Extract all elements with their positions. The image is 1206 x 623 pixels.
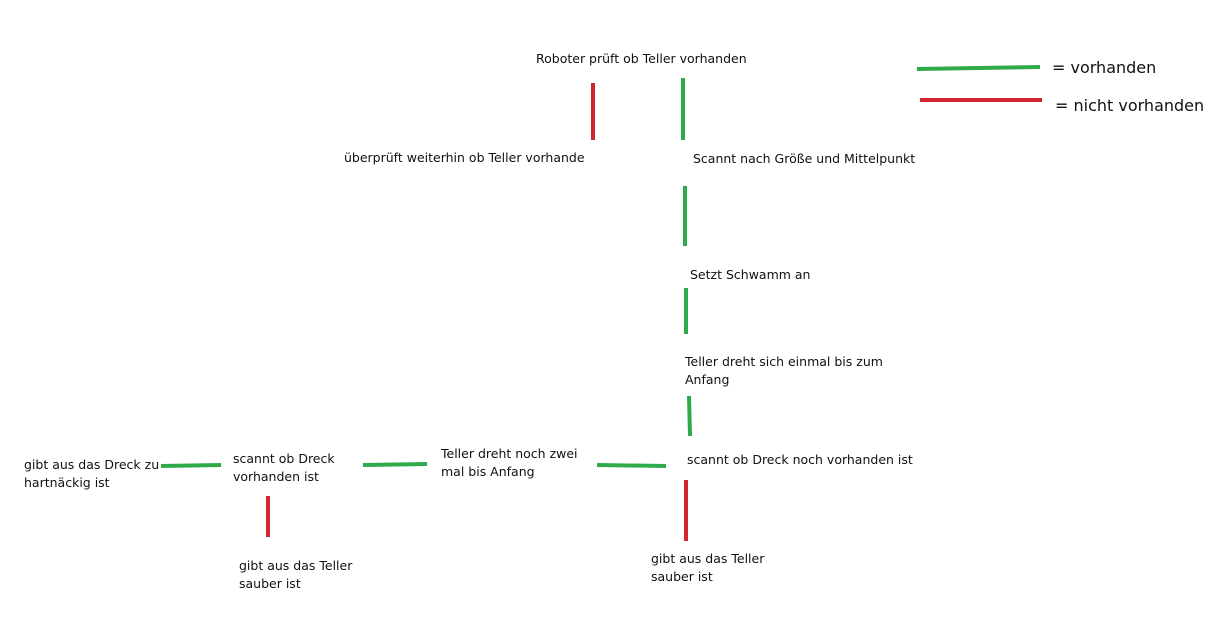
node-robot-check: Roboter prüft ob Teller vorhanden [536,50,747,68]
node-rotate-once: Teller dreht sich einmal bis zum Anfang [685,353,883,389]
node-sponge-text: Setzt Schwamm an [690,267,811,282]
node-rotate-twice: Teller dreht noch zwei mal bis Anfang [441,445,578,481]
node-too-stubborn-line-2: hartnäckig ist [24,475,110,490]
connector-present-rotate-twice [362,462,428,467]
node-rotate-once-line-1: Teller dreht sich einmal bis zum [685,354,883,369]
node-too-stubborn: gibt aus das Dreck zu hartnäckig ist [24,456,159,492]
node-plate-clean-right-line-2: sauber ist [651,569,713,584]
node-robot-check-text: Roboter prüft ob Teller vorhanden [536,51,747,66]
node-scan-size-text: Scannt nach Größe und Mittelpunkt [693,151,916,166]
node-scan-dirt-line-2: vorhanden ist [233,469,319,484]
node-scan-dirt-line-1: scannt ob Dreck [233,451,335,466]
node-scan-dirt-again-text: scannt ob Dreck noch vorhanden ist [687,452,913,467]
node-plate-clean-right-line-1: gibt aus das Teller [651,551,765,566]
node-rotate-twice-line-2: mal bis Anfang [441,464,535,479]
node-plate-clean-left-line-1: gibt aus das Teller [239,558,353,573]
node-scan-dirt: scannt ob Dreck vorhanden ist [233,450,335,486]
connector-present-rotate-once [687,395,692,437]
node-plate-clean-left-line-2: sauber ist [239,576,301,591]
node-keep-checking-text: überprüft weiterhin ob Teller vorhande [344,150,585,165]
node-plate-clean-right: gibt aus das Teller sauber ist [651,550,764,586]
node-scan-dirt-again: scannt ob Dreck noch vorhanden ist [687,451,913,469]
node-scan-size: Scannt nach Größe und Mittelpunkt [693,150,915,168]
node-too-stubborn-line-1: gibt aus das Dreck zu [24,457,160,472]
legend-not-present-label: = nicht vorhanden [1055,96,1205,115]
connector-present-scan-dirt [160,463,222,468]
legend-present-label: = vorhanden [1052,58,1157,77]
connector-present-scan-dirt-again [596,463,667,468]
legend-present-line [916,65,1041,71]
node-sponge: Setzt Schwamm an [690,266,810,284]
node-rotate-once-line-2: Anfang [685,372,730,387]
node-rotate-twice-line-1: Teller dreht noch zwei [441,446,578,461]
node-plate-clean-left: gibt aus das Teller sauber ist [239,557,352,593]
node-keep-checking: überprüft weiterhin ob Teller vorhande [344,149,585,167]
